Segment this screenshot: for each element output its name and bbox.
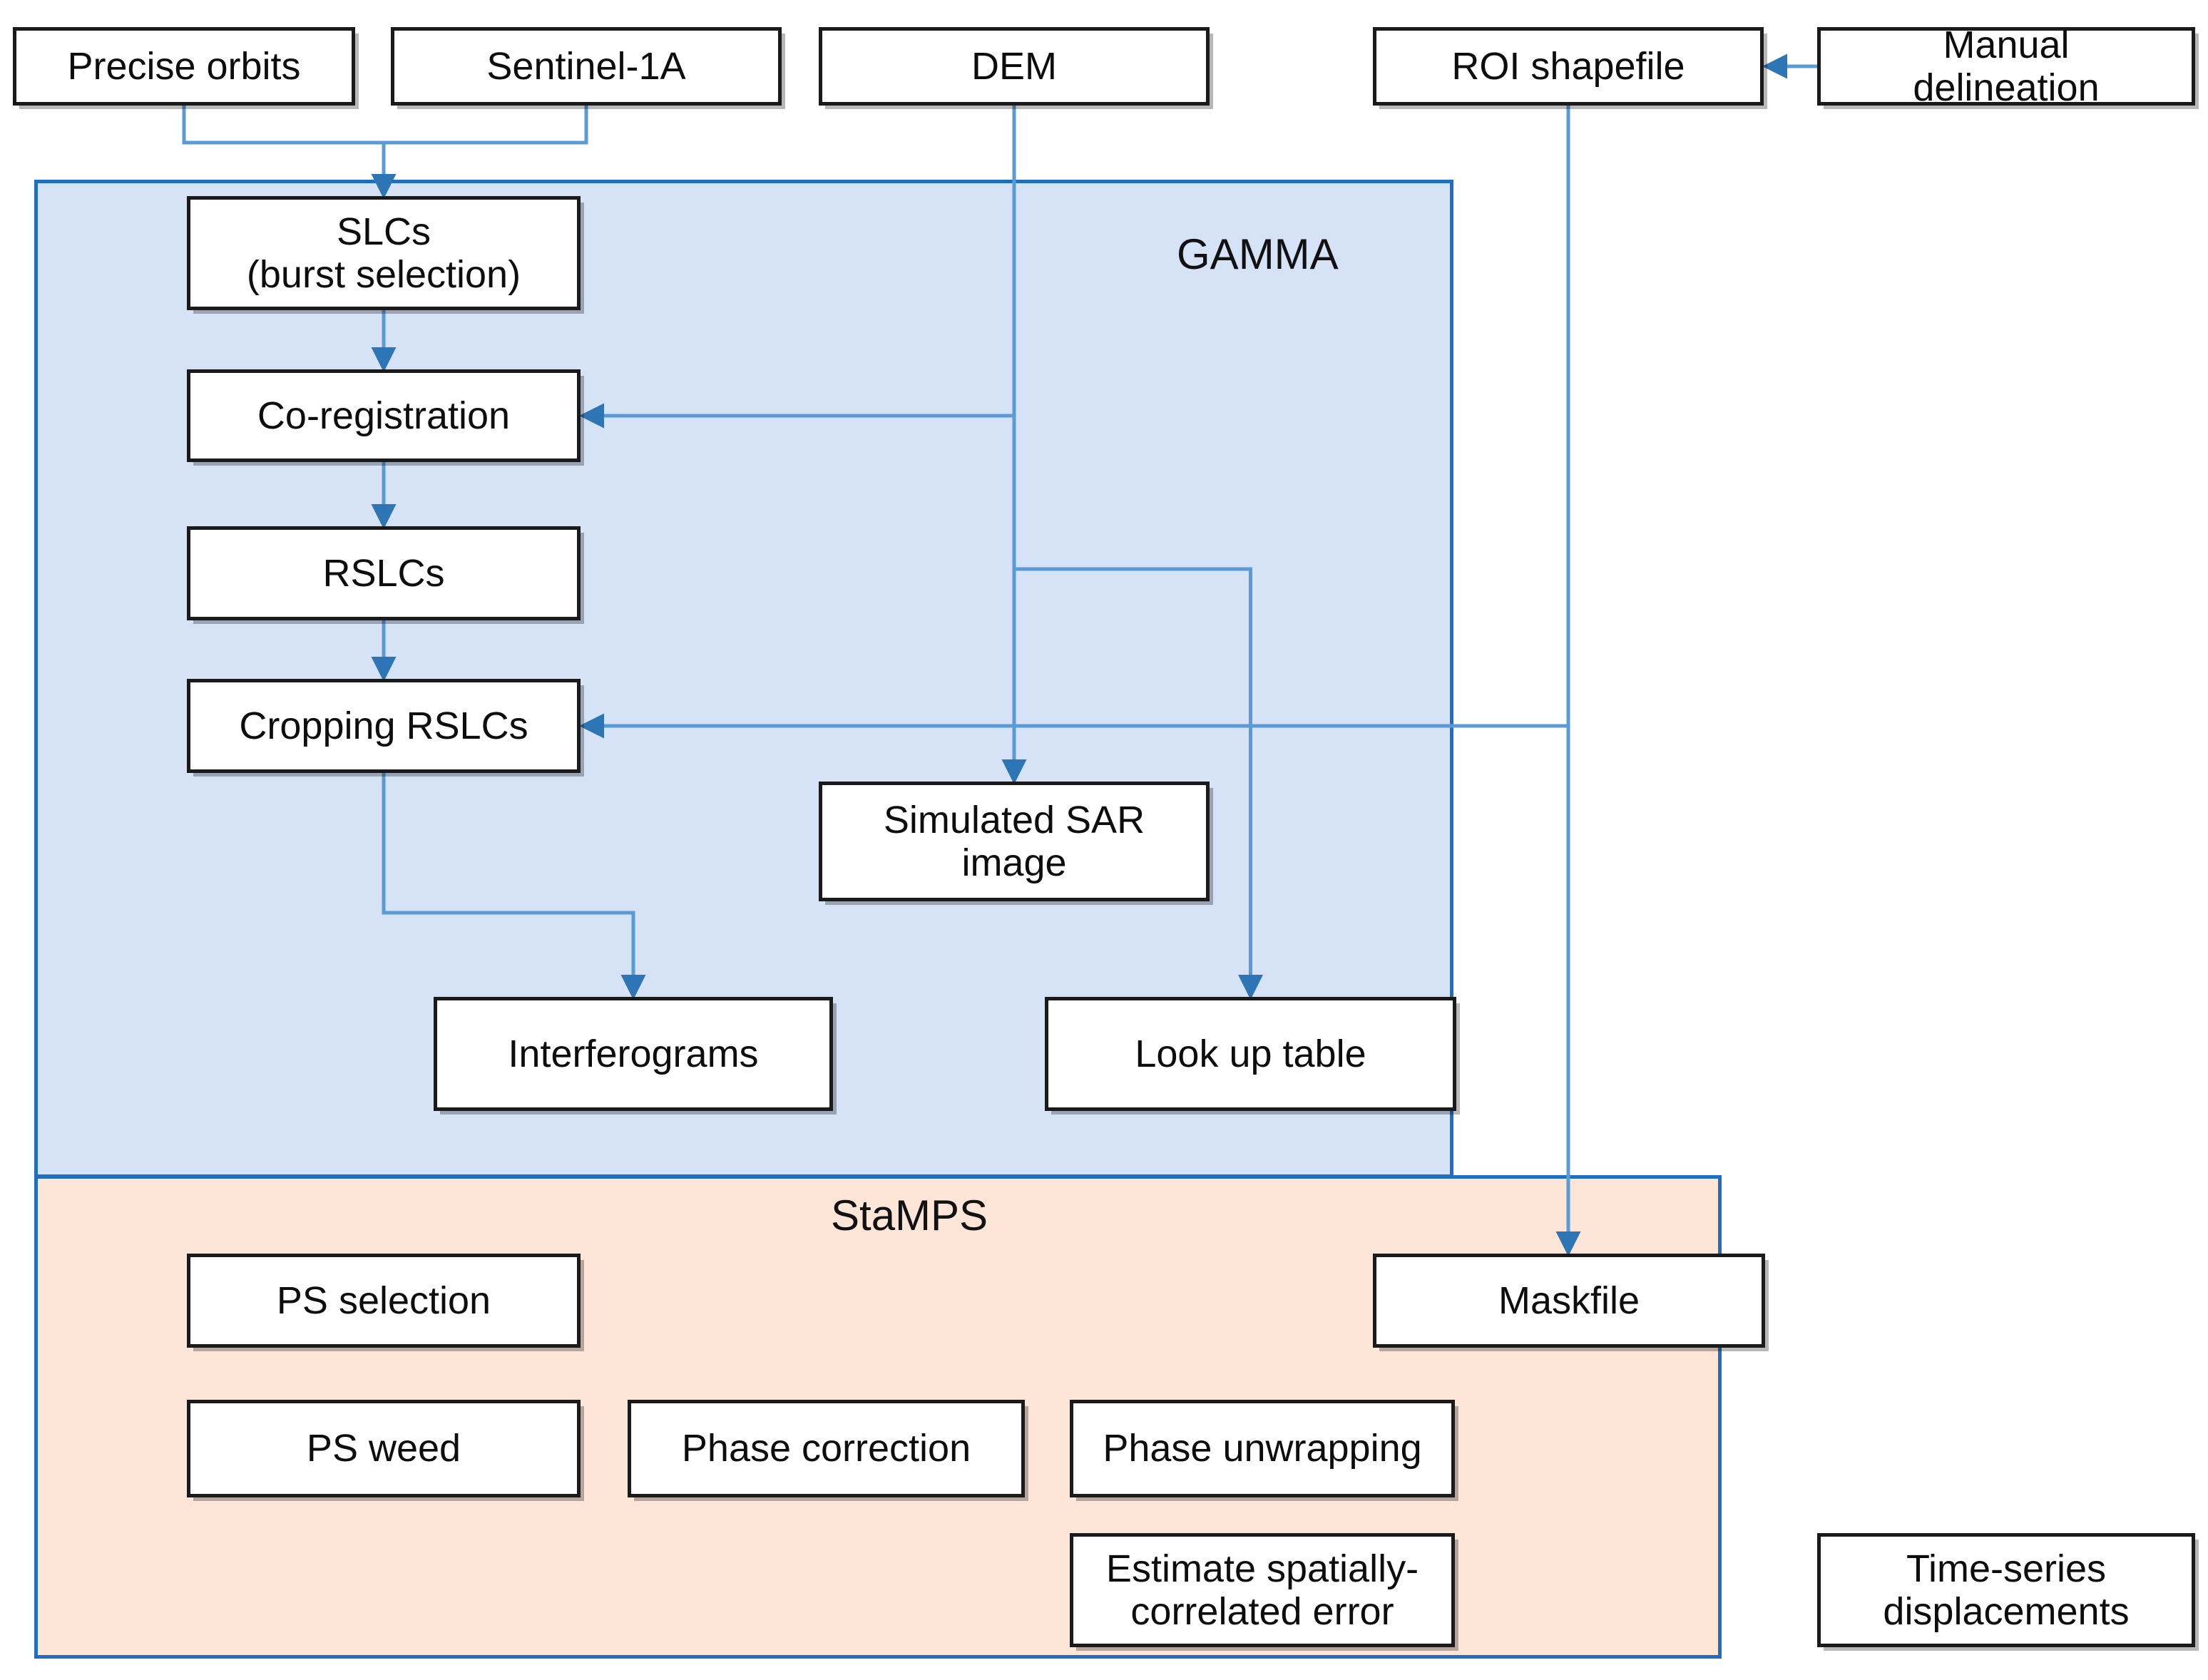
node-time-series[interactable]: Time-series displacements <box>1817 1533 2195 1647</box>
node-slcs[interactable]: SLCs (burst selection) <box>187 196 581 310</box>
node-roi-shapefile[interactable]: ROI shapefile <box>1373 27 1764 106</box>
node-label: Precise orbits <box>67 44 301 88</box>
node-label: Look up table <box>1135 1032 1366 1075</box>
node-label: Maskfile <box>1498 1279 1640 1322</box>
node-label: Manual delineation <box>1913 23 2100 109</box>
node-label: RSLCs <box>322 551 445 595</box>
node-maskfile[interactable]: Maskfile <box>1373 1254 1765 1348</box>
node-label: DEM <box>971 44 1057 88</box>
connector-precise-orbits-to-slcs <box>182 106 384 145</box>
node-cropping-rslcs[interactable]: Cropping RSLCs <box>187 679 581 773</box>
gamma-panel-label: GAMMA <box>1177 230 1339 278</box>
node-label: Time-series displacements <box>1883 1547 2130 1633</box>
node-label: PS selection <box>276 1279 491 1322</box>
node-look-up-table[interactable]: Look up table <box>1045 997 1456 1111</box>
node-dem[interactable]: DEM <box>819 27 1210 106</box>
node-label: Phase unwrapping <box>1103 1427 1422 1470</box>
stamps-panel-label: StaMPS <box>831 1192 988 1239</box>
node-label: Simulated SAR image <box>883 798 1145 884</box>
node-interferograms[interactable]: Interferograms <box>434 997 833 1111</box>
node-co-registration[interactable]: Co-registration <box>187 369 581 462</box>
node-label: Interferograms <box>508 1032 759 1075</box>
node-label: SLCs (burst selection) <box>246 210 521 296</box>
connector-sentinel-to-slcs <box>384 106 588 145</box>
node-label: Phase correction <box>681 1427 971 1470</box>
node-estimate-error[interactable]: Estimate spatially- correlated error <box>1070 1533 1455 1647</box>
node-ps-selection[interactable]: PS selection <box>187 1254 581 1348</box>
node-rslcs[interactable]: RSLCs <box>187 526 581 620</box>
node-simulated-sar-image[interactable]: Simulated SAR image <box>819 782 1210 901</box>
node-label: ROI shapefile <box>1451 44 1685 88</box>
node-label: Cropping RSLCs <box>239 704 528 747</box>
node-phase-correction[interactable]: Phase correction <box>628 1400 1025 1497</box>
node-manual-delineation[interactable]: Manual delineation <box>1817 24 2195 109</box>
node-precise-orbits[interactable]: Precise orbits <box>13 27 355 106</box>
node-phase-unwrapping[interactable]: Phase unwrapping <box>1070 1400 1455 1497</box>
node-label: Sentinel-1A <box>486 44 686 88</box>
node-label: Co-registration <box>257 394 511 437</box>
node-ps-weed[interactable]: PS weed <box>187 1400 581 1497</box>
node-label: Estimate spatially- correlated error <box>1105 1547 1419 1633</box>
node-label: PS weed <box>306 1427 461 1470</box>
node-sentinel-1a[interactable]: Sentinel-1A <box>391 27 782 106</box>
